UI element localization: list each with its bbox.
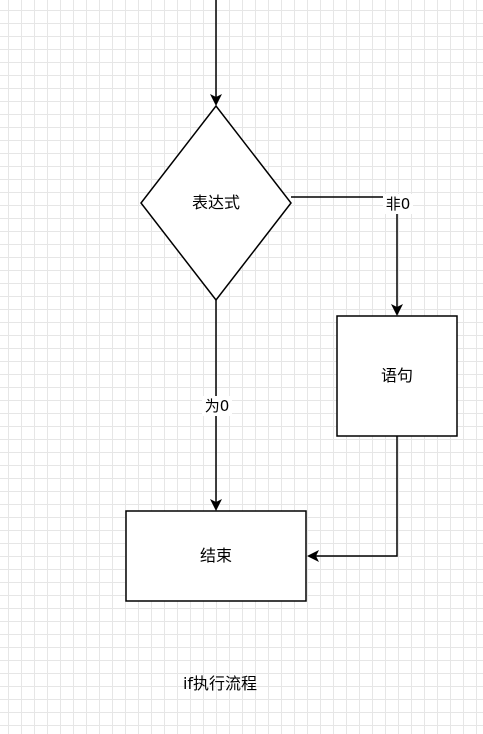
end-box xyxy=(125,510,307,602)
nonzero-edge xyxy=(291,196,403,316)
zero-label-bg xyxy=(202,396,232,416)
diagram-caption: if执行流程 xyxy=(183,674,257,693)
end-label: 结束 xyxy=(200,546,232,565)
statement-to-end-edge xyxy=(307,436,398,562)
statement-box xyxy=(336,315,458,437)
statement-label: 语句 xyxy=(381,366,413,385)
expression-label: 表达式 xyxy=(192,193,240,212)
zero-label: 为0 xyxy=(205,397,230,415)
nonzero-label: 非0 xyxy=(386,195,411,213)
nonzero-label-bg xyxy=(383,194,413,214)
